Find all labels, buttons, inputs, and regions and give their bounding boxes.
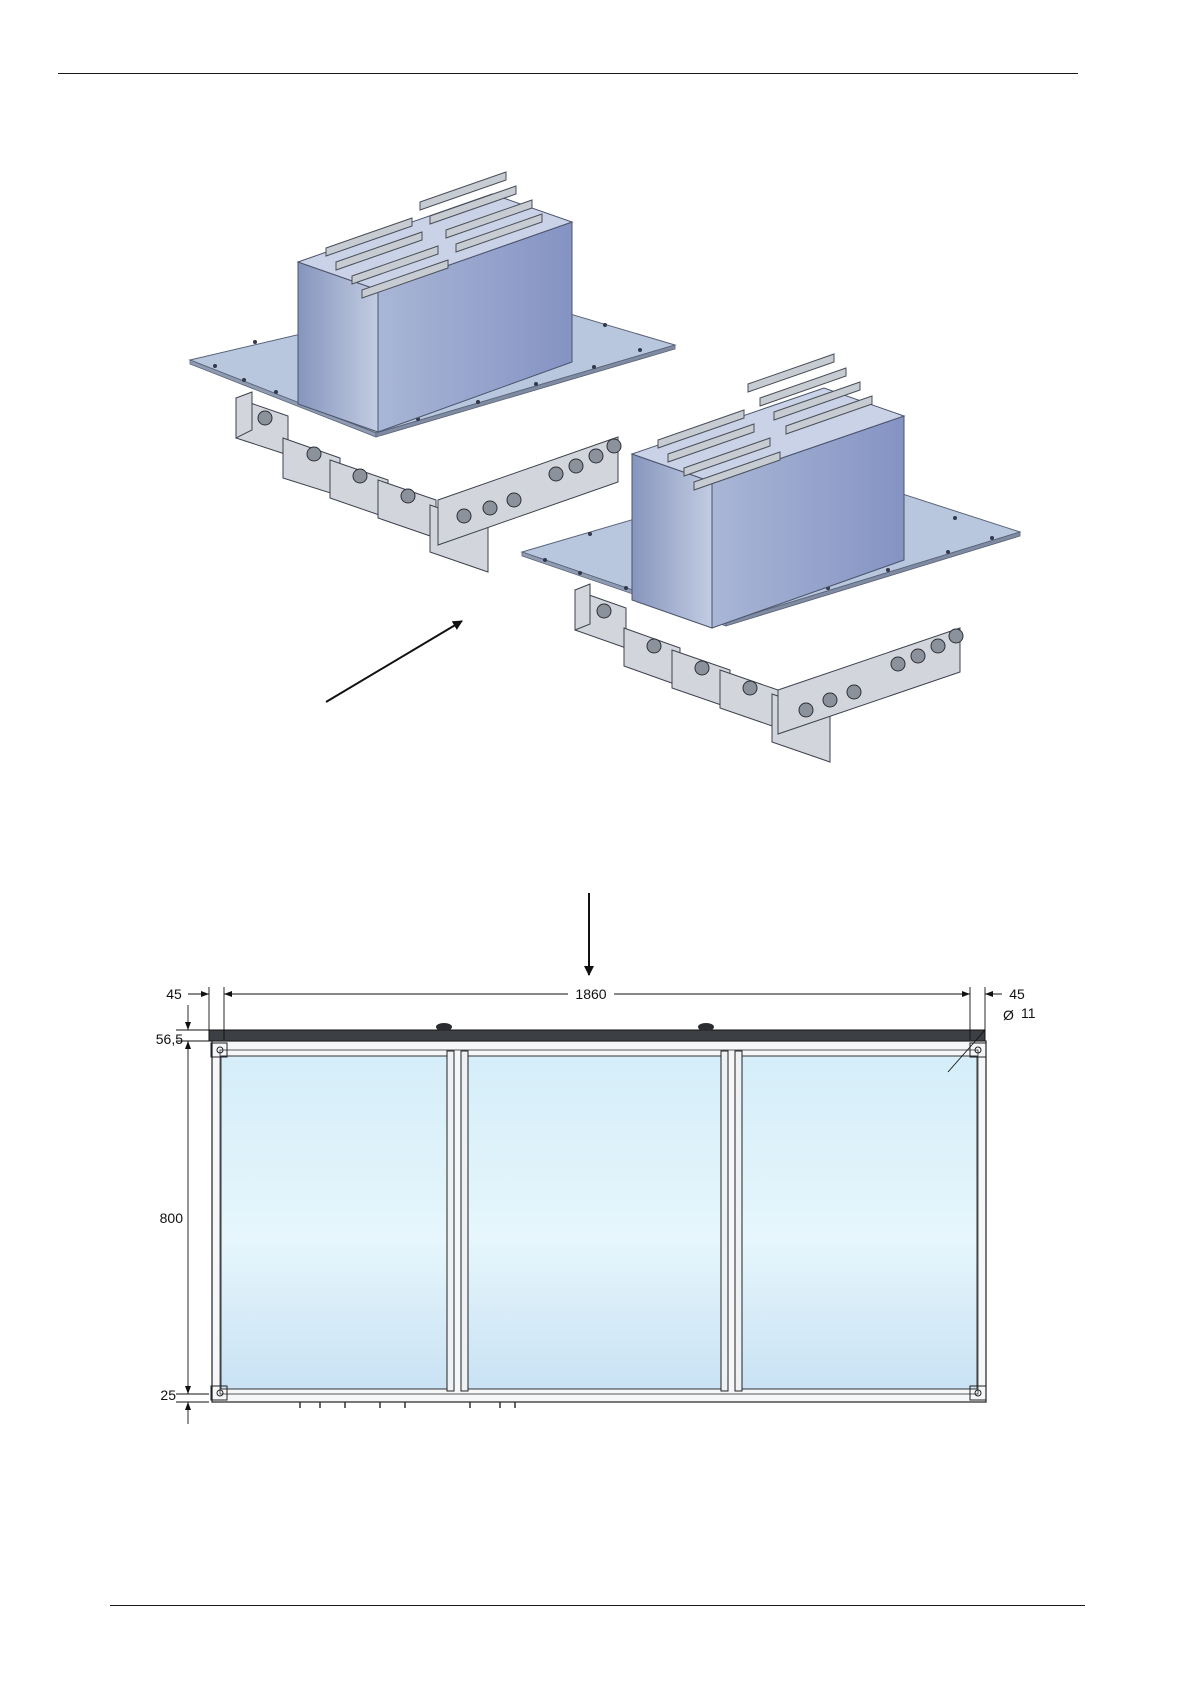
glass-panel-center <box>468 1056 721 1389</box>
isometric-unit-right <box>522 354 1020 762</box>
dim-top-offset: 56,5 <box>156 1031 183 1047</box>
dim-height: 800 <box>160 1210 184 1226</box>
glass-panel-right <box>742 1056 977 1389</box>
footer-rule <box>110 1605 1085 1606</box>
dim-right-offset: 45 <box>1009 986 1025 1002</box>
dim-bottom-offset: 25 <box>160 1387 176 1403</box>
dim-overall-width: 1860 <box>575 986 606 1002</box>
component-box-front <box>298 262 378 432</box>
dim-left-offset: 45 <box>166 986 182 1002</box>
view-direction-arrow <box>326 621 462 702</box>
glass-panel-left <box>221 1056 447 1389</box>
dim-hole-diameter: 11 <box>1021 1005 1036 1021</box>
isometric-unit-left <box>190 172 675 572</box>
front-view <box>209 1023 986 1408</box>
top-mounting-bar <box>209 1030 985 1041</box>
dim-hole-symbol: Ø <box>1003 1007 1014 1023</box>
